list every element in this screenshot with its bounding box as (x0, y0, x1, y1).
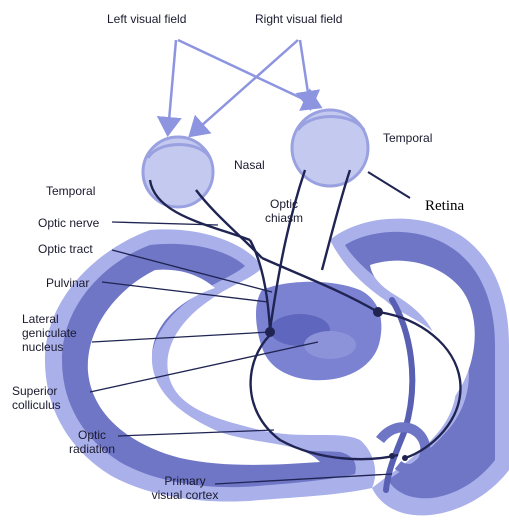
cortex-left-dot (389, 453, 395, 459)
temporal-left-label: Temporal (46, 184, 95, 198)
optic-tract-label: Optic tract (38, 242, 93, 256)
superior-colliculus-body (304, 331, 356, 359)
nasal-label: Nasal (234, 158, 265, 172)
left-visual-field-label: Left visual field (107, 12, 186, 26)
optic-radiation-label: Optic radiation (62, 428, 122, 456)
arrow-right-field-to-right-eye (300, 40, 310, 106)
arrow-left-field-to-left-eye (168, 40, 176, 132)
primary-visual-cortex-label: Primary visual cortex (135, 474, 235, 502)
lgn-right-dot (373, 307, 383, 317)
arrow-left-field-to-right-eye (178, 40, 318, 106)
optic-nerve-label: Optic nerve (38, 216, 99, 230)
superior-colliculus-label: Superior colliculus (12, 384, 61, 412)
pulvinar-label: Pulvinar (46, 276, 89, 290)
temporal-right-label: Temporal (383, 131, 432, 145)
retina-label: Retina (425, 199, 464, 213)
right-visual-field-label: Right visual field (255, 12, 342, 26)
retina-pointer (368, 172, 410, 198)
optic-chiasm-label: Optic chiasm (254, 197, 314, 225)
lgn-label: Lateral geniculate nucleus (22, 312, 77, 354)
cortex-right-dot (402, 455, 408, 461)
